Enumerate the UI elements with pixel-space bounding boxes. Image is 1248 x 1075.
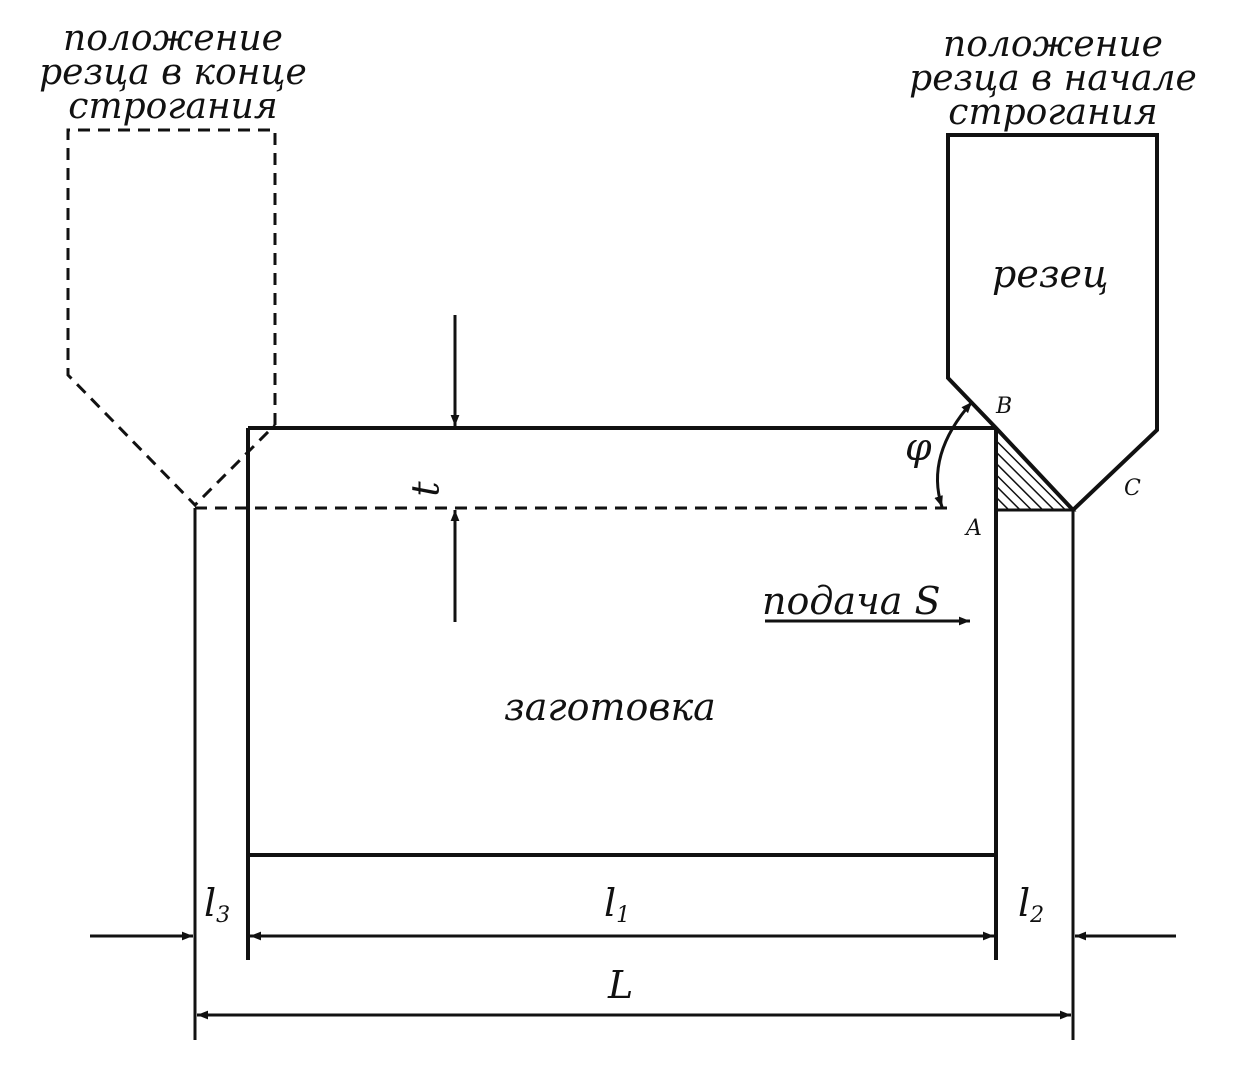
angle-label: φ xyxy=(905,425,932,469)
workpiece-label: заготовка xyxy=(504,685,716,729)
point-a-label: A xyxy=(966,516,982,541)
workpiece-outline xyxy=(246,426,998,960)
cutter-start-position xyxy=(946,133,1159,513)
cutter-end-position xyxy=(66,128,277,508)
depth-label: t xyxy=(403,481,448,497)
tool-label: резец xyxy=(992,252,1109,296)
dimension-l1-label: l1 xyxy=(604,881,631,928)
feed-label: подача S xyxy=(762,579,941,623)
angle-arc xyxy=(934,401,974,508)
dimension-l3-label: l3 xyxy=(204,881,231,928)
point-c-label: C xyxy=(1124,476,1141,501)
extension-lines xyxy=(193,508,1075,1040)
dimension-l2-label: l2 xyxy=(1018,881,1045,928)
point-b-label: B xyxy=(996,394,1013,419)
end-position-caption: положение резца в конце строгания xyxy=(39,18,307,127)
start-position-caption: положение резца в начале строгания xyxy=(909,24,1197,133)
dimension-total-label: L xyxy=(608,963,634,1007)
